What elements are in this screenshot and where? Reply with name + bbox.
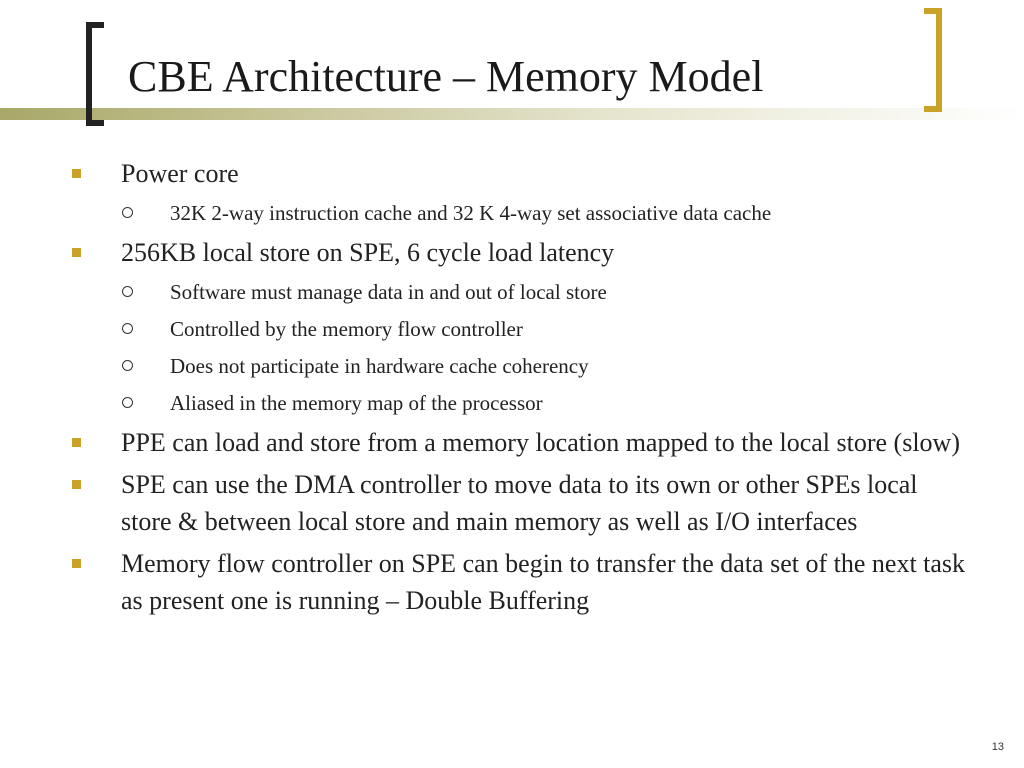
sub-bullet-item: Does not participate in hardware cache c…	[0, 350, 1024, 382]
circle-bullet-icon	[122, 323, 133, 334]
square-bullet-icon	[72, 438, 81, 447]
bullet-item: PPE can load and store from a memory loc…	[0, 424, 1024, 461]
square-bullet-icon	[72, 559, 81, 568]
slide-title: CBE Architecture – Memory Model	[128, 52, 764, 101]
bullet-text: Power core	[121, 159, 239, 188]
bullet-text: 256KB local store on SPE, 6 cycle load l…	[121, 238, 615, 267]
sub-bullet-text: Controlled by the memory flow controller	[170, 317, 523, 341]
sub-bullet-text: Does not participate in hardware cache c…	[170, 354, 589, 378]
bullet-item: 256KB local store on SPE, 6 cycle load l…	[0, 234, 1024, 271]
circle-bullet-icon	[122, 397, 133, 408]
right-bracket-decoration	[924, 8, 942, 112]
sub-bullet-item: Controlled by the memory flow controller	[0, 313, 1024, 345]
square-bullet-icon	[72, 169, 81, 178]
sub-bullet-text: Software must manage data in and out of …	[170, 280, 607, 304]
bullet-list: Power core 32K 2-way instruction cache a…	[0, 150, 1024, 619]
square-bullet-icon	[72, 248, 81, 257]
circle-bullet-icon	[122, 207, 133, 218]
bullet-text: SPE can use the DMA controller to move d…	[121, 470, 918, 536]
square-bullet-icon	[72, 480, 81, 489]
title-underline-band	[0, 108, 1024, 120]
bullet-text: PPE can load and store from a memory loc…	[121, 428, 960, 457]
page-number: 13	[991, 741, 1004, 753]
sub-bullet-text: Aliased in the memory map of the process…	[170, 391, 543, 415]
sub-bullet-item: Aliased in the memory map of the process…	[0, 387, 1024, 419]
bullet-item: Memory flow controller on SPE can begin …	[0, 545, 1024, 619]
circle-bullet-icon	[122, 360, 133, 371]
bullet-text: Memory flow controller on SPE can begin …	[121, 549, 966, 615]
bullet-item: Power core	[0, 155, 1024, 192]
bullet-item: SPE can use the DMA controller to move d…	[0, 466, 1024, 540]
left-bracket-decoration	[86, 22, 104, 126]
sub-bullet-text: 32K 2-way instruction cache and 32 K 4-w…	[170, 201, 772, 225]
sub-bullet-item: Software must manage data in and out of …	[0, 276, 1024, 308]
circle-bullet-icon	[122, 286, 133, 297]
sub-bullet-item: 32K 2-way instruction cache and 32 K 4-w…	[0, 197, 1024, 229]
